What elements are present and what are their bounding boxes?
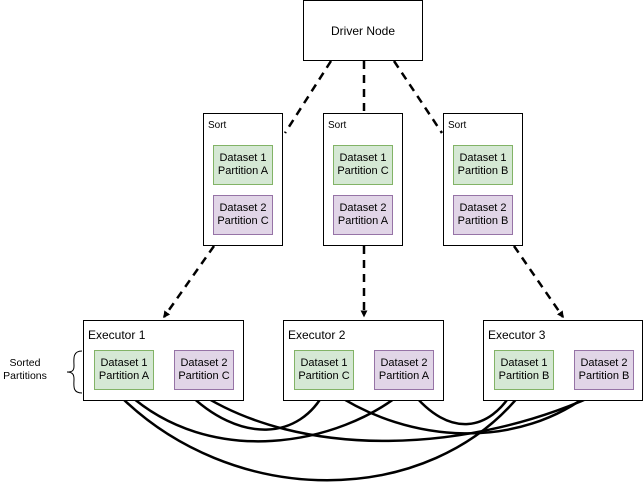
side-label-line1: Sorted — [9, 357, 41, 369]
partition-name: Partition C — [217, 215, 269, 227]
sort-node-label: Sort — [208, 120, 227, 131]
dataset1-partition-block: Dataset 1 Partition A — [94, 350, 154, 390]
executor-label: Executor 3 — [488, 328, 546, 342]
sorted-partitions-label: Sorted Partitions — [0, 357, 50, 383]
dataset-name: Dataset 2 — [180, 357, 228, 369]
dataset-name: Dataset 1 — [219, 152, 267, 164]
dataset-name: Dataset 1 — [459, 152, 507, 164]
sort-node-3: Sort Dataset 1 Partition B Dataset 2 Par… — [443, 113, 523, 246]
partition-name: Partition A — [378, 370, 430, 382]
edge-sort3-executor3 — [512, 245, 565, 319]
executor-node-2: Executor 2 Dataset 1 Partition C Dataset… — [283, 320, 444, 401]
dataset2-partition-block: Dataset 2 Partition C — [174, 350, 234, 390]
executor-node-3: Executor 3 Dataset 1 Partition B Dataset… — [483, 320, 643, 401]
dataset-name: Dataset 2 — [339, 202, 387, 214]
sort-node-label: Sort — [328, 120, 347, 131]
driver-node: Driver Node — [303, 0, 423, 61]
dataset2-partition-block: Dataset 2 Partition A — [374, 350, 434, 390]
dataset1-partition-block: Dataset 1 Partition B — [453, 145, 513, 185]
partitions-brace — [66, 350, 83, 394]
dataset2-partition-block: Dataset 2 Partition A — [333, 195, 393, 235]
dataset-name: Dataset 2 — [580, 357, 628, 369]
partition-name: Partition C — [298, 370, 350, 382]
partition-name: Partition C — [178, 370, 230, 382]
dataset2-partition-block: Dataset 2 Partition C — [213, 195, 273, 235]
dataset-name: Dataset 1 — [300, 357, 348, 369]
partition-name: Partition B — [578, 370, 630, 382]
dataset2-partition-block: Dataset 2 Partition B — [574, 350, 634, 390]
edge-sort1-executor1 — [162, 245, 216, 319]
sort-node-2: Sort Dataset 1 Partition C Dataset 2 Par… — [323, 113, 403, 246]
shuffle-e1d1-e3d1 — [114, 389, 524, 482]
driver-node-label: Driver Node — [330, 23, 396, 38]
dataset-name: Dataset 2 — [219, 202, 267, 214]
dataset1-partition-block: Dataset 1 Partition A — [213, 145, 273, 185]
sort-node-label: Sort — [448, 120, 467, 131]
side-label-line2: Partitions — [3, 370, 47, 382]
dataset-name: Dataset 1 — [339, 152, 387, 164]
dataset1-partition-block: Dataset 1 Partition B — [494, 350, 554, 390]
partition-name: Partition A — [98, 370, 150, 382]
dataset-name: Dataset 2 — [380, 357, 428, 369]
partition-name: Partition B — [457, 215, 509, 227]
dataset1-partition-block: Dataset 1 Partition C — [333, 145, 393, 185]
dataset-name: Dataset 2 — [459, 202, 507, 214]
dataset-name: Dataset 1 — [100, 357, 148, 369]
executor-label: Executor 2 — [288, 328, 346, 342]
sort-node-1: Sort Dataset 1 Partition A Dataset 2 Par… — [203, 113, 283, 246]
partition-name: Partition B — [498, 370, 550, 382]
partition-name: Partition C — [337, 165, 389, 177]
executor-label: Executor 1 — [88, 328, 146, 342]
partition-name: Partition A — [337, 215, 389, 227]
partition-name: Partition A — [217, 165, 269, 177]
dataset-name: Dataset 1 — [500, 357, 548, 369]
executor-node-1: Executor 1 Dataset 1 Partition A Dataset… — [83, 320, 244, 401]
dataset2-partition-block: Dataset 2 Partition B — [453, 195, 513, 235]
partition-name: Partition B — [457, 165, 509, 177]
dataset1-partition-block: Dataset 1 Partition C — [294, 350, 354, 390]
